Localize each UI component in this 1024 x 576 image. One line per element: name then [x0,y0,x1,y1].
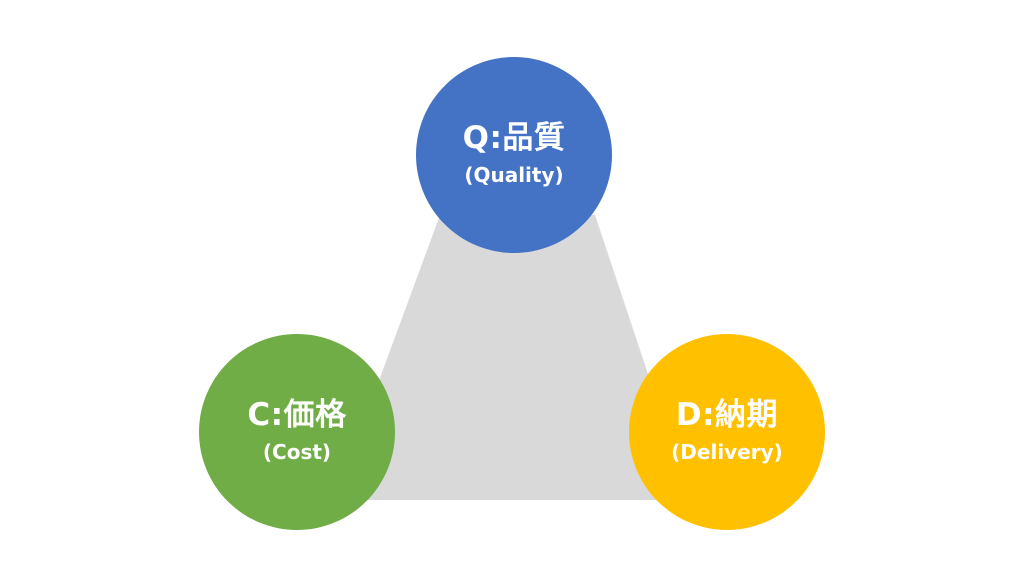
delivery-subtitle: (Delivery) [671,439,783,464]
cost-title: C:価格 [247,397,347,434]
triangle-shape [335,215,690,500]
delivery-title: D:納期 [675,397,779,434]
quality-circle: Q:品質 (Quality) [416,57,612,253]
quality-title: Q:品質 [462,120,566,157]
quality-subtitle: (Quality) [464,162,564,187]
cost-circle: C:価格 (Cost) [199,334,395,530]
cost-subtitle: (Cost) [262,439,332,464]
delivery-circle: D:納期 (Delivery) [629,334,825,530]
